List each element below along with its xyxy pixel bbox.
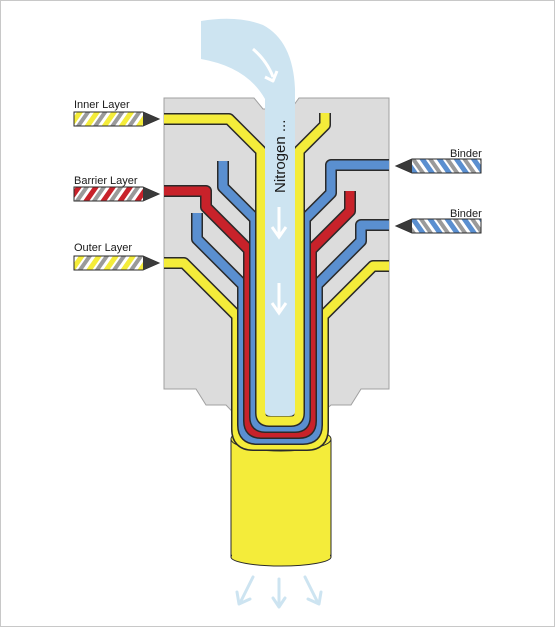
binder-bottom-label: Binder: [450, 208, 482, 220]
feed-outer-layer: Outer Layer: [73, 242, 161, 271]
exhaust-arrow-right: [303, 575, 323, 606]
barrier-layer-label: Barrier Layer: [74, 175, 138, 187]
flow-arrow-curve: [252, 47, 279, 83]
feed-binder-bottom: Binder: [394, 208, 482, 234]
flow-arrow-down-1: [270, 207, 288, 240]
feed-inner-layer: Inner Layer: [73, 99, 161, 127]
flow-arrow-down-2: [270, 283, 288, 316]
exhaust-arrow-left: [235, 575, 255, 606]
exhaust-arrows: [235, 575, 323, 609]
nitrogen-label: Nitrogen ...: [272, 120, 289, 193]
layer-channels: [164, 113, 389, 451]
feed-binder-top: Binder: [394, 148, 482, 174]
feed-barrier-layer: Barrier Layer: [73, 175, 161, 202]
exhaust-arrow-center: [271, 577, 287, 609]
nitrogen-flow: Nitrogen ...: [201, 18, 295, 416]
inner-layer-label: Inner Layer: [74, 99, 130, 111]
outer-layer-label: Outer Layer: [74, 242, 132, 254]
binder-top-label: Binder: [450, 148, 482, 160]
